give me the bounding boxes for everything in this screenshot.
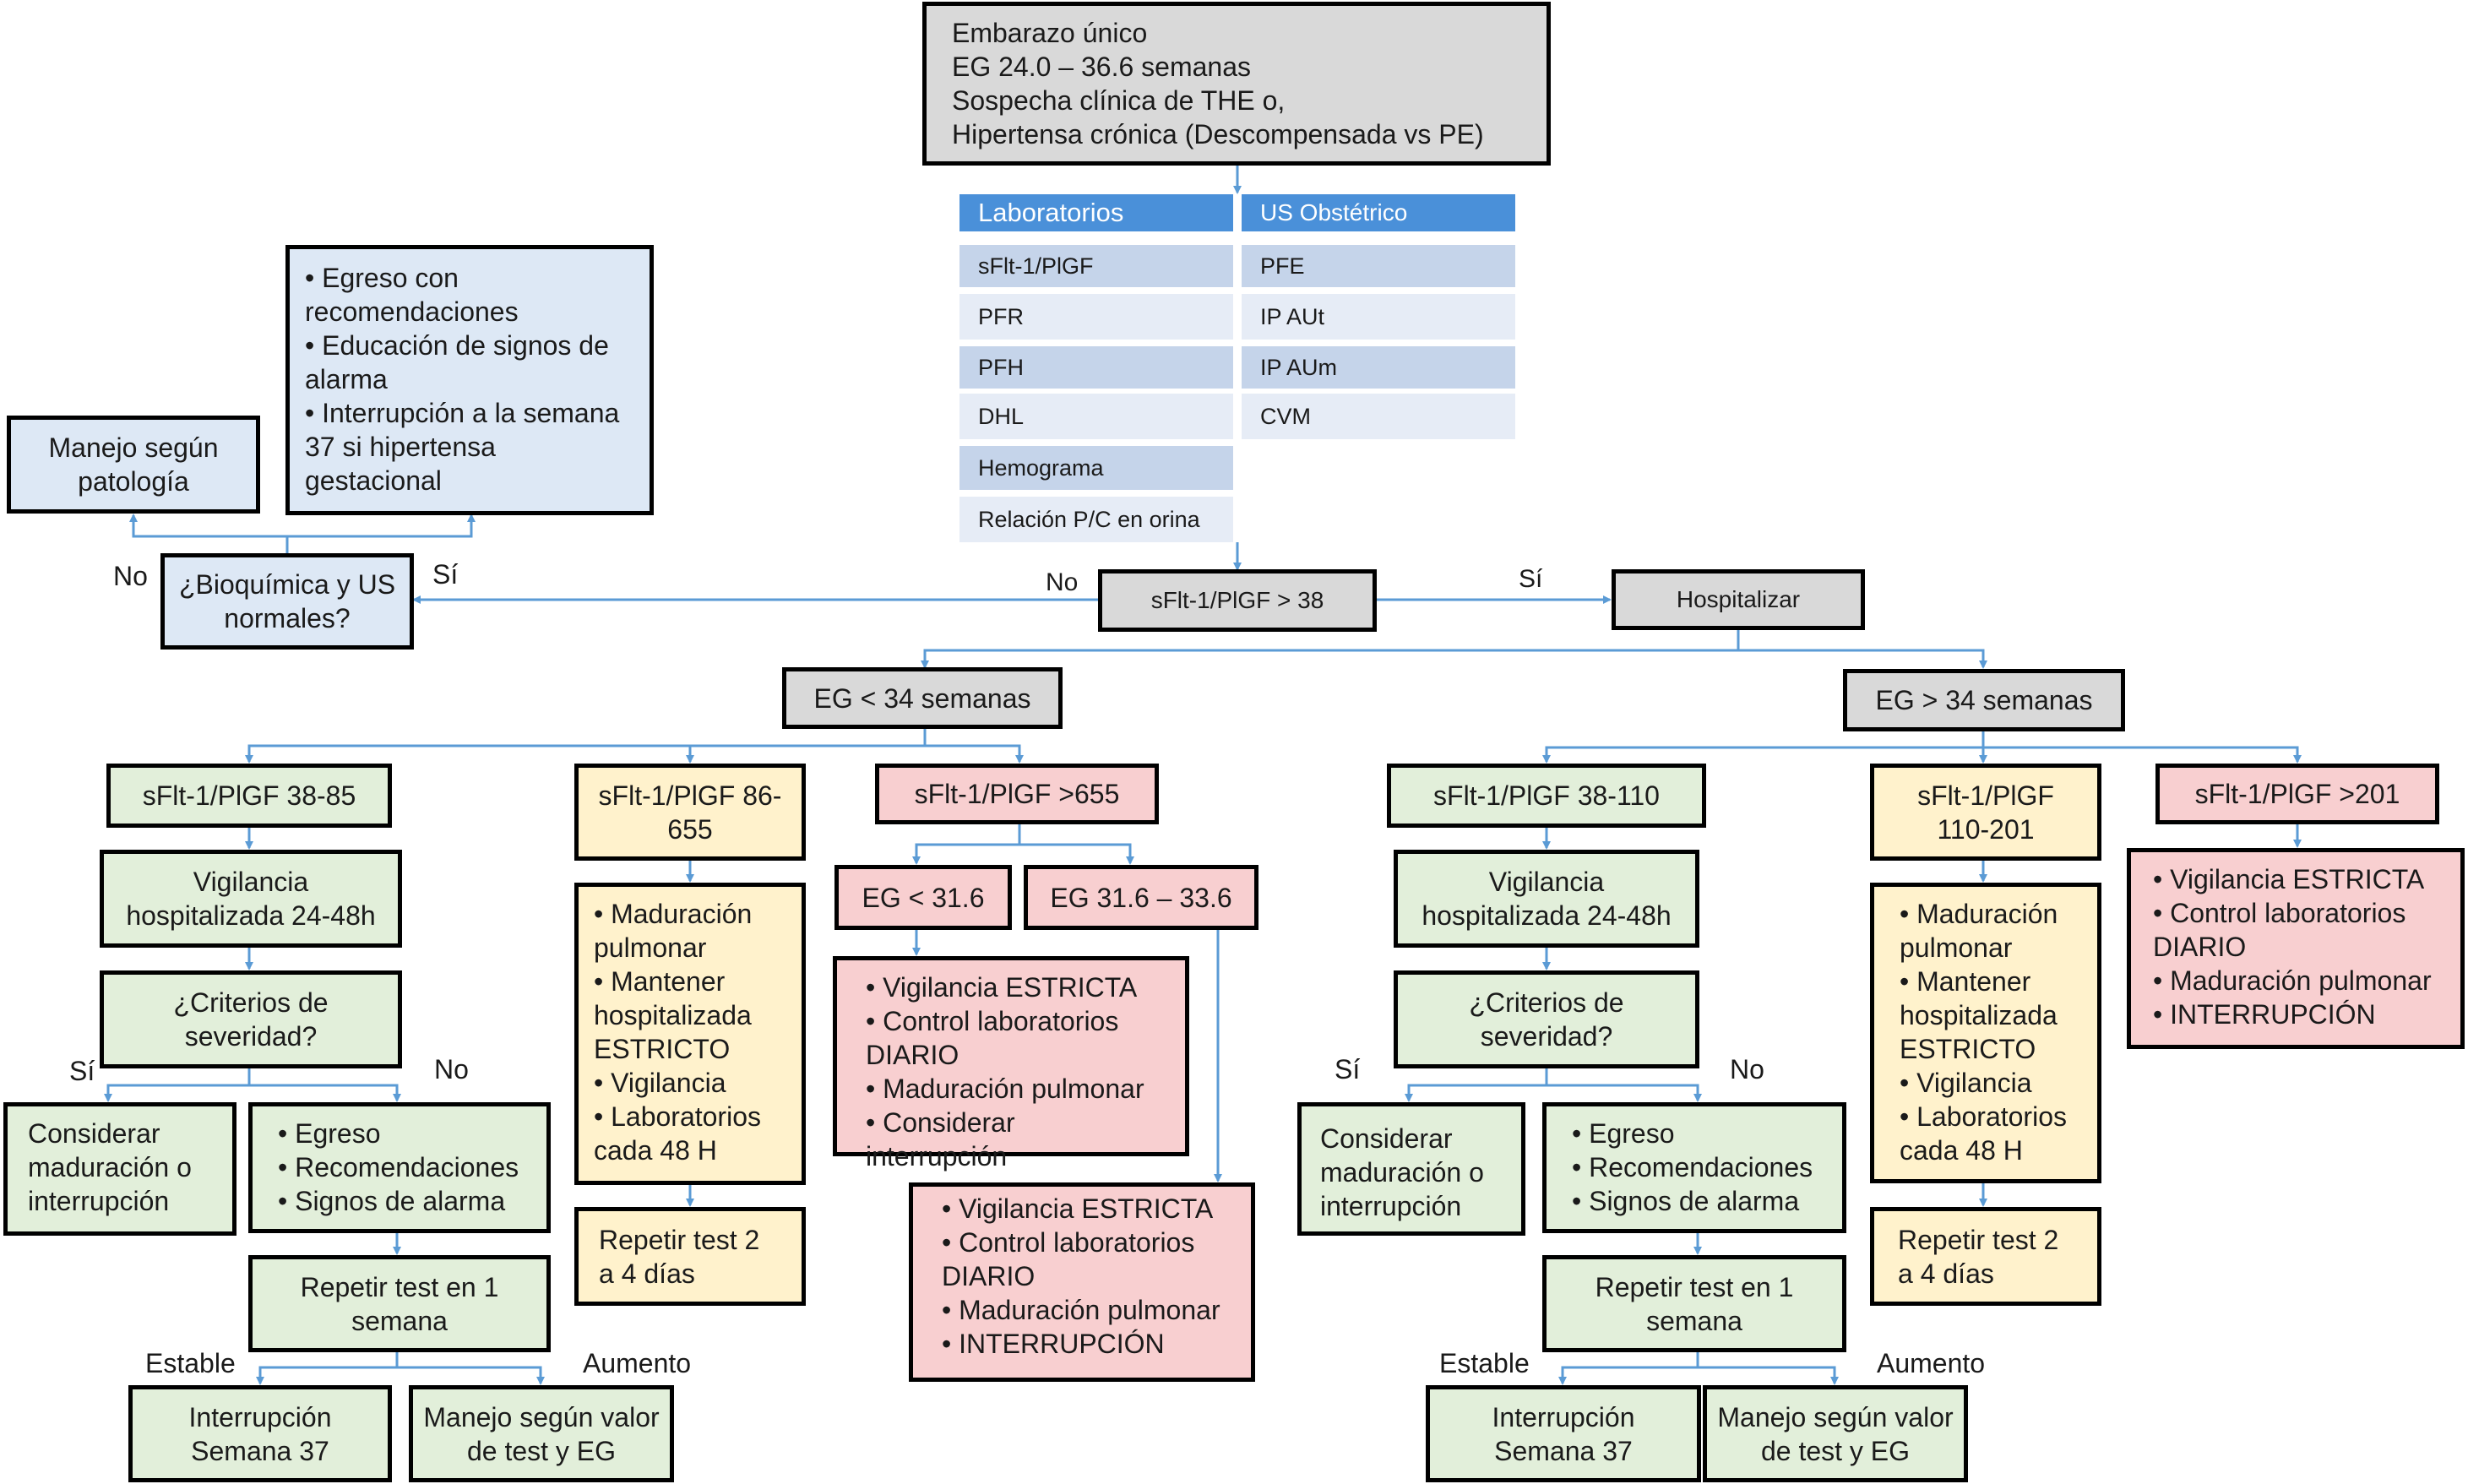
ga-above-34-node: EG > 34 semanas (1843, 669, 2125, 731)
right-increase-result: Manejo según valor de test y EG (1703, 1385, 1968, 1482)
ga-below-34-node: EG < 34 semanas (782, 667, 1063, 729)
right-repeat-week-box: Repetir test en 1 semana (1542, 1255, 1846, 1352)
us-cell-3: IP AUm (1242, 346, 1515, 389)
right-consider-box: Considerar maduración o interrupción (1297, 1102, 1525, 1236)
right-low-range-node: sFlt-1/PlGF 38-110 (1387, 764, 1706, 828)
label-yes-normal: Sí (432, 559, 459, 590)
ratio-threshold-node: sFlt-1/PlGF > 38 (1098, 569, 1377, 632)
lab-header: Laboratorios (959, 194, 1233, 231)
left-mid-actions-box: Maduración pulmonar Mantener hospitaliza… (574, 883, 806, 1185)
left-mid-range-node: sFlt-1/PlGF 86-655 (574, 764, 806, 861)
hospitalize-node: Hospitalizar (1612, 569, 1865, 630)
left-early-action-item: Control laboratorios DIARIO (866, 1004, 1156, 1072)
left-discharge-item: Recomendaciones (278, 1150, 521, 1184)
left-late-actions-box: Vigilancia ESTRICTA Control laboratorios… (909, 1182, 1255, 1382)
left-low-range-node: sFlt-1/PlGF 38-85 (106, 764, 392, 828)
right-mid-actions-box: Maduración pulmonar Mantener hospitaliza… (1870, 883, 2101, 1183)
label-yes-ratio: Sí (1519, 565, 1543, 593)
label-no-normal: No (113, 561, 148, 591)
normal-check-node: ¿Bioquímica y US normales? (160, 553, 414, 650)
label-no-left-severity: No (434, 1054, 469, 1084)
left-early-actions-box: Vigilancia ESTRICTA Control laboratorios… (833, 956, 1189, 1171)
discharge-guidance-item: Educación de signos de alarma (305, 329, 634, 396)
right-mid-action-item: Mantener hospitalizada ESTRICTO (1900, 965, 2072, 1066)
left-mid-repeat-box: Repetir test 2 a 4 días (574, 1207, 806, 1306)
label-increase-right: Aumento (1877, 1348, 1986, 1378)
us-header: US Obstétrico (1242, 194, 1515, 231)
start-line-4: Hipertensa crónica (Descompensada vs PE) (952, 119, 1484, 149)
left-surveillance-box: Vigilancia hospitalizada 24-48h (100, 850, 402, 948)
right-stable-result: Interrupción Semana 37 (1426, 1385, 1701, 1482)
right-discharge-item: Egreso (1572, 1117, 1817, 1150)
left-ga-late-node: EG 31.6 – 33.6 (1024, 865, 1258, 930)
left-late-action-item: Vigilancia ESTRICTA (942, 1192, 1222, 1226)
discharge-guidance-item: Interrupción a la semana 37 si hipertens… (305, 396, 634, 497)
start-line-3: Sospecha clínica de THE o, (952, 85, 1286, 116)
start-criteria-box: Embarazo único EG 24.0 – 36.6 semanas So… (922, 2, 1551, 166)
left-mid-action-item: Vigilancia (594, 1066, 786, 1100)
left-discharge-item: Egreso (278, 1117, 521, 1150)
right-surveillance-box: Vigilancia hospitalizada 24-48h (1394, 850, 1699, 948)
right-mid-action-item: Maduración pulmonar (1900, 897, 2072, 965)
right-high-actions-box: Vigilancia ESTRICTA Control laboratorios… (2127, 848, 2465, 1049)
right-mid-action-item: Vigilancia (1900, 1066, 2072, 1100)
pathology-management-box: Manejo según patología (7, 416, 260, 514)
left-late-action-item: INTERRUPCIÓN (942, 1327, 1222, 1361)
right-severity-question: ¿Criterios de severidad? (1394, 970, 1699, 1068)
left-consider-box: Considerar maduración o interrupción (3, 1102, 236, 1236)
us-cell-2: IP AUt (1242, 294, 1515, 340)
left-late-action-item: Control laboratorios DIARIO (942, 1226, 1222, 1293)
right-discharge-box: Egreso Recomendaciones Signos de alarma (1542, 1102, 1846, 1233)
right-mid-range-node: sFlt-1/PlGF 110-201 (1870, 764, 2101, 861)
us-cell-1: PFE (1242, 245, 1515, 287)
left-ga-early-node: EG < 31.6 (834, 865, 1012, 930)
left-late-action-item: Maduración pulmonar (942, 1293, 1222, 1327)
left-discharge-box: Egreso Recomendaciones Signos de alarma (248, 1102, 551, 1233)
label-no-right-severity: No (1730, 1054, 1764, 1084)
label-yes-right-severity: Sí (1335, 1054, 1361, 1084)
label-increase-left: Aumento (583, 1348, 692, 1378)
left-high-range-node: sFlt-1/PlGF >655 (875, 764, 1159, 824)
left-early-action-item: Considerar interrupción (866, 1106, 1156, 1173)
right-high-range-node: sFlt-1/PlGF >201 (2155, 764, 2439, 824)
left-severity-question: ¿Criterios de severidad? (100, 970, 402, 1068)
left-stable-result: Interrupción Semana 37 (128, 1385, 392, 1482)
lab-cell-5: Hemograma (959, 446, 1233, 490)
lab-cell-1: sFlt-1/PlGF (959, 245, 1233, 287)
left-increase-result: Manejo según valor de test y EG (409, 1385, 674, 1482)
right-high-action-item: Vigilancia ESTRICTA (2153, 862, 2438, 896)
lab-cell-2: PFR (959, 294, 1233, 340)
label-no-ratio: No (1046, 568, 1079, 596)
right-mid-action-item: Laboratorios cada 48 H (1900, 1100, 2072, 1167)
label-yes-left-severity: Sí (69, 1056, 95, 1086)
right-high-action-item: INTERRUPCIÓN (2153, 997, 2438, 1031)
lab-cell-3: PFH (959, 346, 1233, 389)
left-early-action-item: Maduración pulmonar (866, 1072, 1156, 1106)
left-mid-action-item: Maduración pulmonar (594, 897, 786, 965)
discharge-guidance-item: Egreso con recomendaciones (305, 261, 634, 329)
right-high-action-item: Maduración pulmonar (2153, 964, 2438, 997)
left-mid-action-item: Mantener hospitalizada ESTRICTO (594, 965, 786, 1066)
label-stable-right: Estable (1439, 1348, 1530, 1378)
lab-cell-4: DHL (959, 394, 1233, 439)
right-mid-repeat-box: Repetir test 2 a 4 días (1870, 1207, 2101, 1306)
left-mid-action-item: Laboratorios cada 48 H (594, 1100, 786, 1167)
start-line-1: Embarazo único (952, 18, 1148, 48)
start-line-2: EG 24.0 – 36.6 semanas (952, 52, 1251, 82)
left-discharge-item: Signos de alarma (278, 1184, 521, 1218)
right-discharge-item: Recomendaciones (1572, 1150, 1817, 1184)
discharge-guidance-box: Egreso con recomendaciones Educación de … (285, 245, 654, 515)
left-early-action-item: Vigilancia ESTRICTA (866, 970, 1156, 1004)
us-cell-4: CVM (1242, 394, 1515, 439)
right-discharge-item: Signos de alarma (1572, 1184, 1817, 1218)
left-repeat-week-box: Repetir test en 1 semana (248, 1255, 551, 1352)
label-stable-left: Estable (145, 1348, 236, 1378)
right-high-action-item: Control laboratorios DIARIO (2153, 896, 2438, 964)
lab-cell-6: Relación P/C en orina (959, 497, 1233, 542)
